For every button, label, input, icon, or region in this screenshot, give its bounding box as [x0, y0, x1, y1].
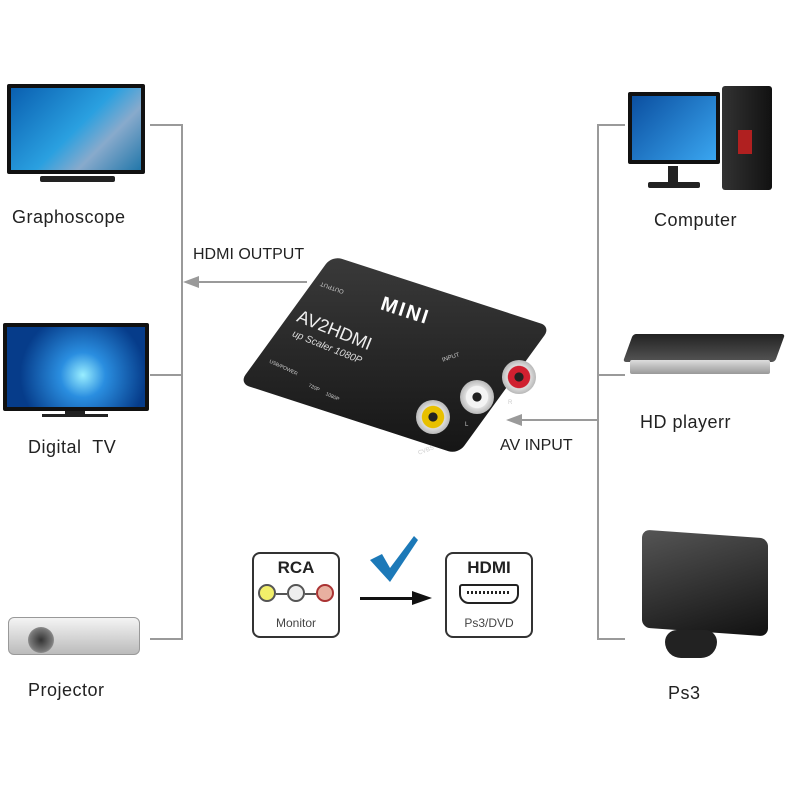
left-tick-3	[150, 638, 183, 640]
rca-yellow-icon	[258, 584, 276, 602]
input-arrow-head	[506, 414, 522, 426]
rca-title: RCA	[277, 558, 315, 577]
adapter-r-label: R	[508, 400, 513, 406]
right-bus-line	[597, 124, 599, 640]
input-arrow-line	[520, 419, 598, 421]
left-tick-2	[150, 374, 183, 376]
output-arrow-head	[183, 276, 199, 288]
left-tick-1	[150, 124, 183, 126]
device-label-hd-player: HD playerr	[640, 412, 732, 432]
right-tick-2	[597, 374, 625, 376]
rca-jack-white	[460, 380, 494, 414]
convert-arrow-line	[360, 597, 414, 600]
left-bus-line	[181, 124, 183, 640]
rca-red-icon	[316, 584, 334, 602]
rca-jack-yellow	[416, 400, 450, 434]
device-label-computer: Computer	[654, 210, 738, 230]
rca-monitor-box: RCA Monitor	[252, 552, 340, 638]
output-label: HDMI OUTPUT	[193, 246, 305, 263]
device-label-ps3: Ps3	[668, 683, 701, 703]
device-label-graphoscope: Graphoscope	[12, 207, 126, 227]
convert-arrow-head	[412, 591, 432, 605]
hdmi-title: HDMI	[467, 558, 511, 577]
output-arrow-line	[195, 281, 307, 283]
right-tick-1	[597, 124, 625, 126]
right-tick-3	[597, 638, 625, 640]
check-icon	[370, 536, 418, 582]
device-label-digital-tv: Digital TV	[28, 437, 117, 457]
rca-white-icon	[287, 584, 305, 602]
hdmi-subtitle: Ps3/DVD	[464, 616, 514, 630]
input-label: AV INPUT	[500, 437, 573, 454]
rca-jack-red	[502, 360, 536, 394]
av2hdmi-adapter: MINI AV2HDMI up Scaler 1080P OUTPUT INPU…	[239, 255, 551, 465]
hdmi-port-icon	[459, 584, 519, 604]
rca-subtitle: Monitor	[275, 616, 316, 630]
adapter-cvbs-label: CVBS	[417, 445, 435, 457]
hdmi-box: HDMI Ps3/DVD	[445, 552, 533, 638]
adapter-l-label: L	[465, 422, 469, 428]
device-label-projector: Projector	[28, 680, 105, 700]
